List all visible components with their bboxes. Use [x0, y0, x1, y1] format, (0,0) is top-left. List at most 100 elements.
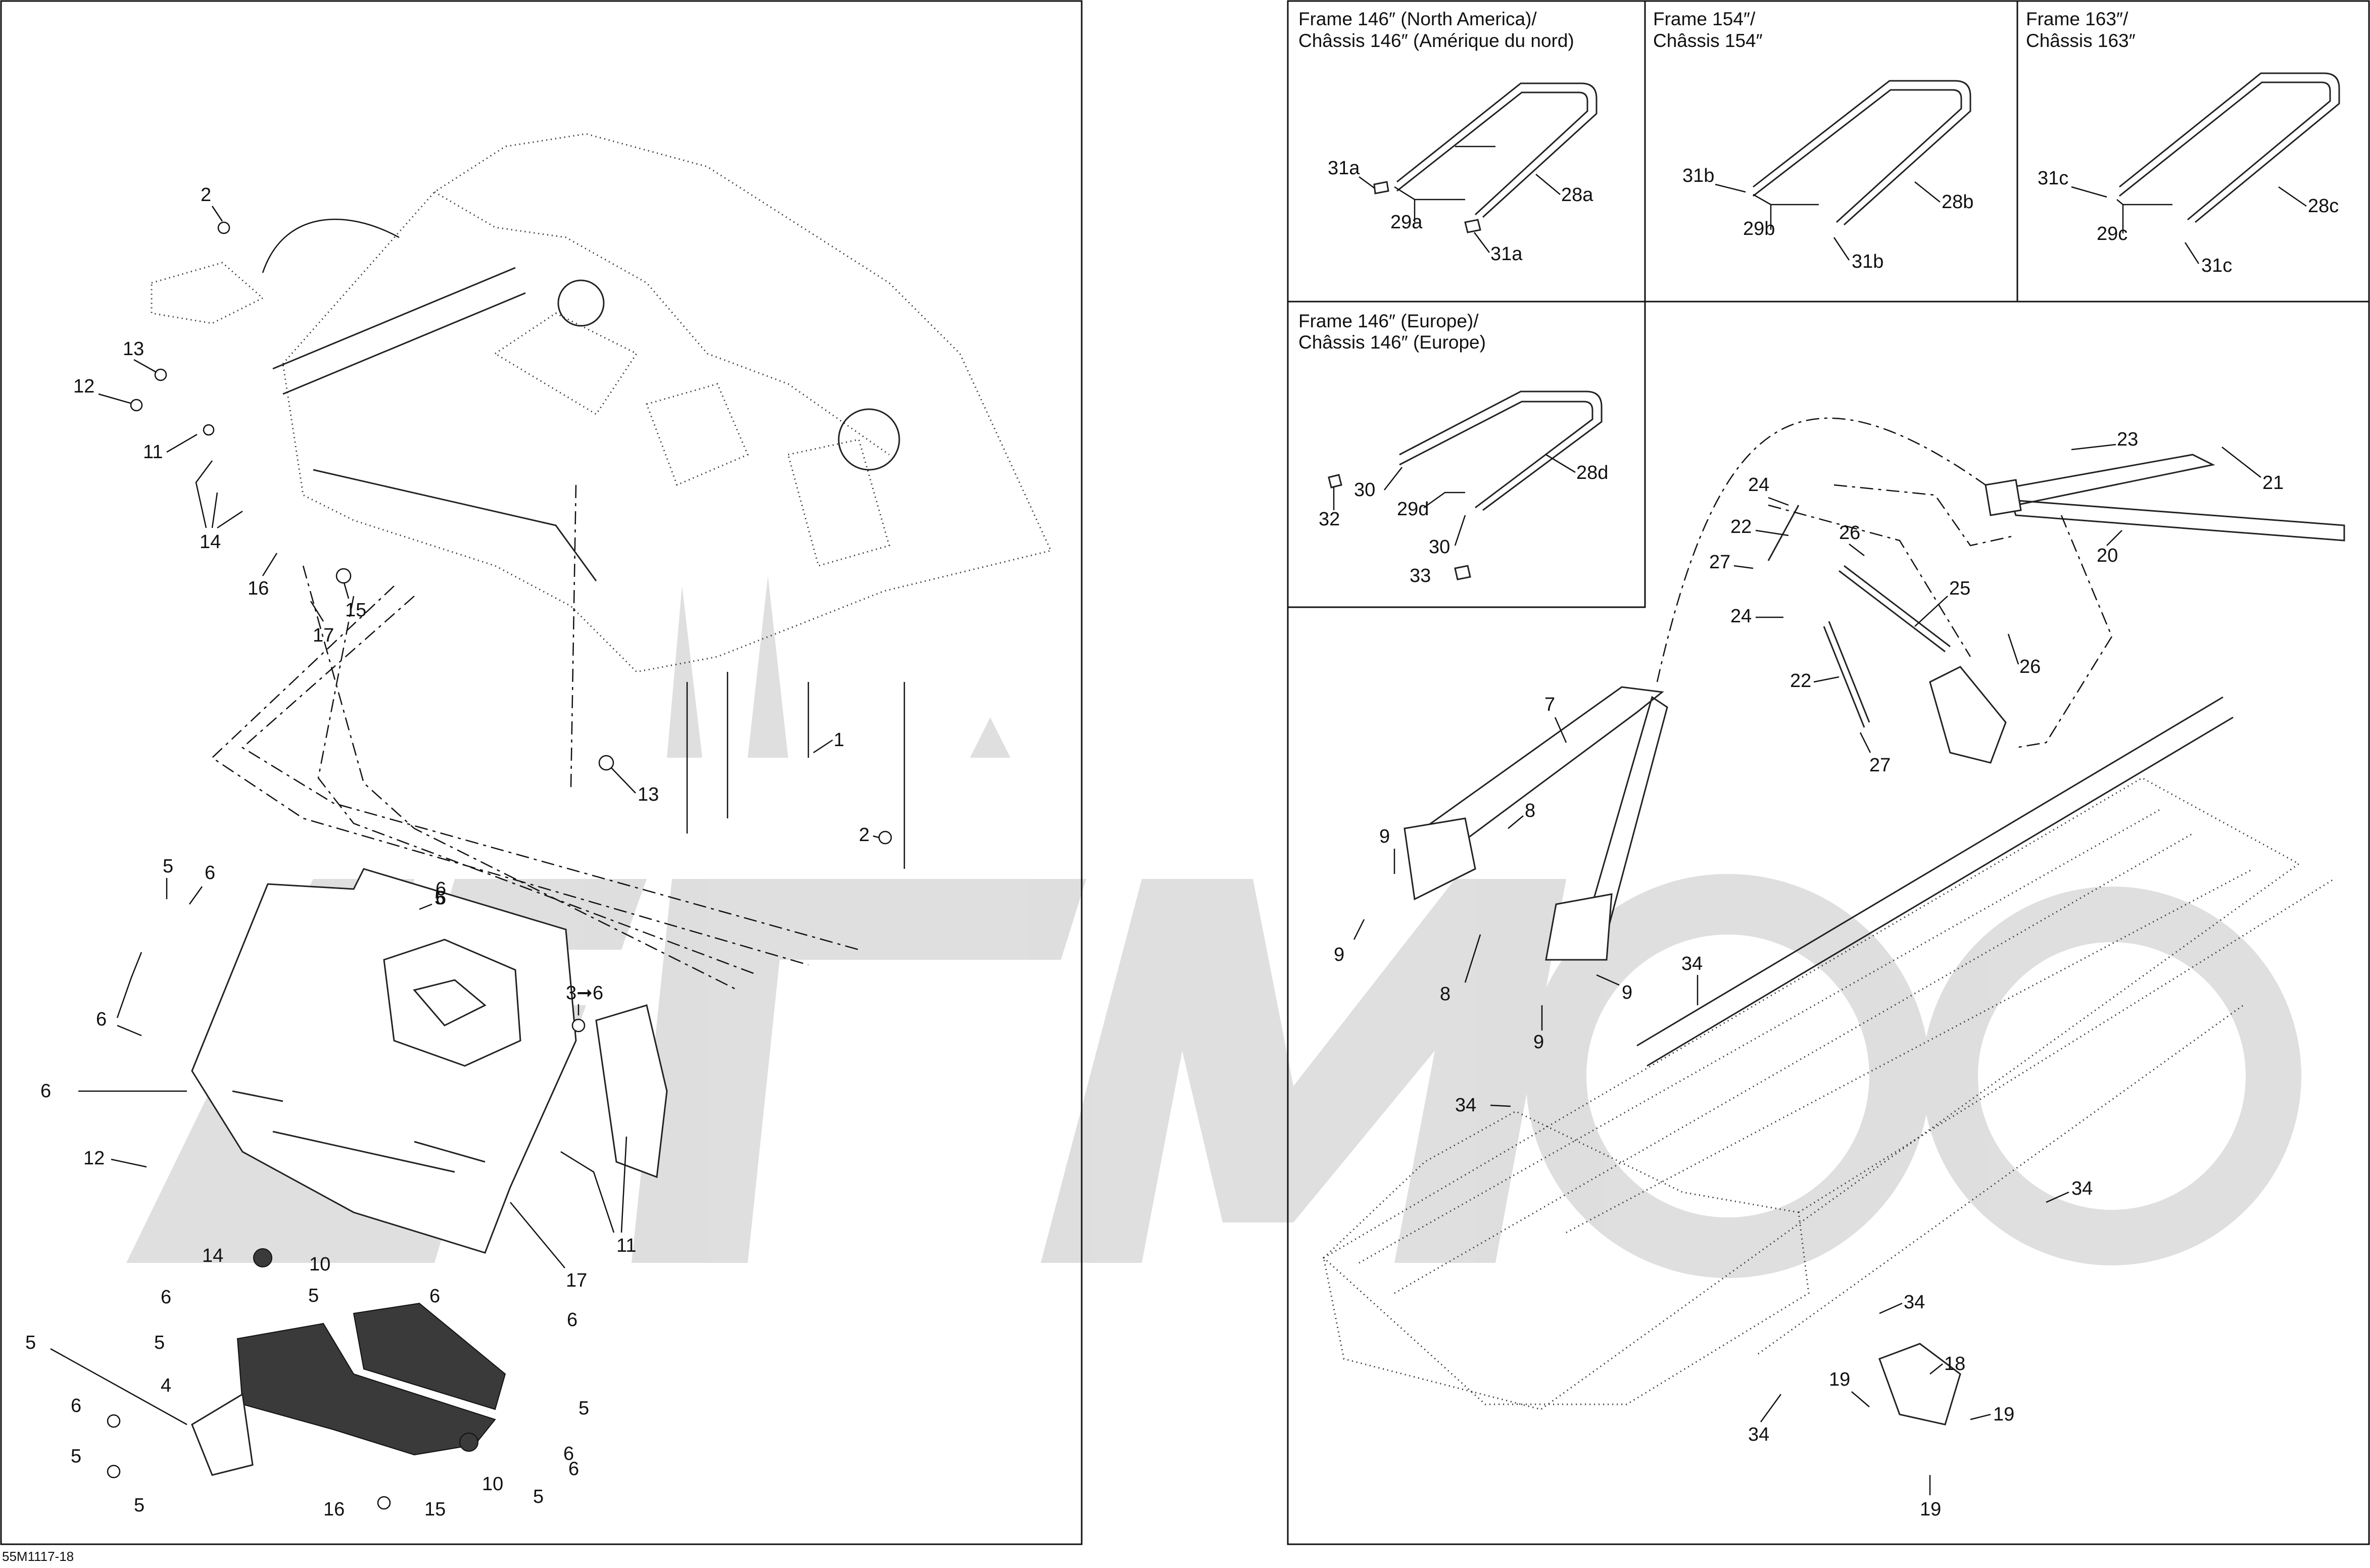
left-arrow-2: [262, 218, 400, 273]
inset-eu146-rail: 30 32 29d 28d 30 33: [1319, 390, 1608, 586]
svg-text:6: 6: [563, 1443, 574, 1464]
right-labels: 23 21 20 24 22 27 26 25 24 26 22 27 7 8 …: [1334, 429, 2284, 1520]
svg-text:8: 8: [1525, 800, 1535, 821]
svg-text:10: 10: [482, 1474, 503, 1495]
svg-text:6: 6: [71, 1395, 81, 1416]
right-rods: [1767, 505, 2007, 1426]
svg-text:13: 13: [123, 338, 144, 360]
svg-text:6: 6: [161, 1287, 171, 1308]
svg-text:5: 5: [578, 1398, 589, 1419]
inset-163-title-1: Frame 163″/: [2026, 9, 2129, 29]
svg-text:15: 15: [424, 1499, 446, 1520]
left-frame-assembly: [272, 133, 1052, 673]
inset-154-rail: 31b 28b 29b 31b: [1682, 80, 1973, 272]
svg-text:28a: 28a: [1561, 184, 1593, 206]
svg-text:25: 25: [1949, 578, 1970, 599]
svg-text:13: 13: [638, 784, 659, 805]
svg-text:3➞6: 3➞6: [566, 983, 603, 1004]
left-labels: 2 13 12 11 14 16 15 17 13 1 2 5 6 6: [25, 184, 892, 1520]
svg-text:14: 14: [202, 1245, 223, 1266]
svg-text:11: 11: [143, 442, 163, 463]
svg-text:5: 5: [154, 1332, 165, 1353]
right-rear-arm-20: [1985, 454, 2345, 542]
svg-text:5: 5: [533, 1486, 544, 1507]
inset-154-title-1: Frame 154″/: [1653, 9, 1756, 29]
right-panel-border: [1287, 0, 2370, 1545]
svg-text:33: 33: [1410, 565, 1431, 586]
svg-text:6: 6: [436, 888, 446, 909]
svg-text:31a: 31a: [1328, 158, 1360, 179]
svg-text:19: 19: [1920, 1499, 1941, 1520]
svg-text:5: 5: [25, 1332, 36, 1353]
inset-na146-rail: 31a 28a 29a 31a: [1328, 82, 1598, 265]
inset-154-title-2: Châssis 154″: [1653, 30, 1763, 51]
left-panel-border: [0, 0, 1083, 1545]
svg-text:30: 30: [1429, 536, 1450, 558]
svg-text:4: 4: [161, 1375, 171, 1396]
svg-text:9: 9: [1334, 944, 1344, 965]
svg-text:22: 22: [1730, 516, 1752, 537]
svg-text:8: 8: [1440, 984, 1450, 1005]
svg-text:2: 2: [201, 184, 211, 206]
inset-na146-title-2: Châssis 146″ (Amérique du nord): [1298, 30, 1574, 51]
svg-text:32: 32: [1319, 509, 1340, 530]
svg-text:34: 34: [1681, 953, 1703, 974]
inset-na146-title-1: Frame 146″ (North America)/: [1298, 9, 1537, 29]
svg-text:29a: 29a: [1390, 212, 1423, 233]
svg-text:30: 30: [1354, 479, 1375, 501]
svg-text:17: 17: [566, 1270, 587, 1291]
svg-text:31b: 31b: [1682, 165, 1714, 186]
svg-text:16: 16: [323, 1499, 345, 1520]
right-tunnel-assembly: [1322, 696, 2335, 1410]
svg-text:34: 34: [1904, 1292, 1925, 1313]
svg-text:19: 19: [1829, 1369, 1850, 1390]
svg-text:6: 6: [436, 878, 446, 900]
svg-text:12: 12: [83, 1148, 105, 1169]
svg-text:24: 24: [1730, 606, 1752, 627]
svg-text:12: 12: [73, 376, 94, 397]
svg-text:18: 18: [1944, 1353, 1965, 1375]
inset-163-title-2: Châssis 163″: [2026, 30, 2136, 51]
inset-eu146-title-2: Châssis 146″ (Europe): [1298, 332, 1486, 353]
svg-text:29d: 29d: [1397, 499, 1429, 520]
right-dash-lines: [1656, 417, 2113, 749]
svg-text:31c: 31c: [2201, 255, 2232, 276]
svg-text:23: 23: [2117, 429, 2138, 450]
right-front-arm-7: [1404, 686, 1668, 961]
svg-text:31a: 31a: [1490, 243, 1523, 265]
left-bracket-2: [151, 262, 264, 324]
svg-text:15: 15: [345, 600, 366, 621]
svg-text:22: 22: [1790, 670, 1811, 692]
svg-text:6: 6: [429, 1286, 440, 1307]
svg-text:11: 11: [616, 1235, 636, 1256]
inset-163-rail: 31c 28c 29c 31c: [2038, 72, 2340, 276]
svg-text:1: 1: [834, 729, 844, 751]
svg-text:21: 21: [2262, 472, 2284, 494]
svg-text:5: 5: [434, 888, 445, 909]
left-skid-plate: [191, 868, 668, 1254]
svg-text:28b: 28b: [1942, 191, 1973, 213]
svg-text:5: 5: [163, 856, 173, 877]
svg-text:27: 27: [1709, 552, 1730, 573]
left-top-dash-lines: [211, 484, 905, 991]
inset-eu-border: [1288, 302, 1646, 608]
svg-text:34: 34: [1748, 1424, 1769, 1445]
svg-text:6: 6: [205, 862, 215, 884]
svg-text:28c: 28c: [2308, 195, 2339, 217]
svg-text:6: 6: [96, 1009, 107, 1030]
svg-text:14: 14: [200, 531, 221, 553]
reference-code: 55M1117-18: [2, 1549, 74, 1564]
svg-text:5: 5: [134, 1495, 144, 1516]
svg-text:2: 2: [859, 824, 869, 846]
svg-text:9: 9: [1379, 826, 1390, 847]
inset-eu146-title-1: Frame 146″ (Europe)/: [1298, 311, 1479, 331]
svg-text:5: 5: [308, 1285, 319, 1306]
svg-text:5: 5: [71, 1446, 81, 1467]
svg-text:6: 6: [567, 1309, 577, 1331]
svg-text:34: 34: [2071, 1178, 2093, 1199]
svg-text:19: 19: [1993, 1404, 2014, 1425]
svg-text:27: 27: [1869, 755, 1891, 776]
svg-text:29b: 29b: [1743, 218, 1775, 239]
svg-text:6: 6: [568, 1458, 579, 1480]
